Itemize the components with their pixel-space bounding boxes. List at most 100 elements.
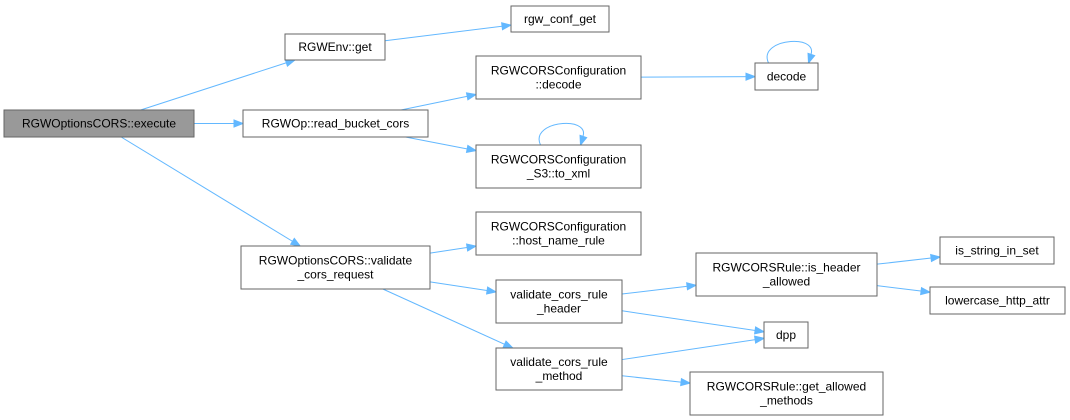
node-box <box>242 109 429 138</box>
node-read_bucket_cors[interactable]: RGWOp::read_bucket_cors <box>242 109 429 138</box>
node-label: _S3::to_xml <box>526 167 590 181</box>
edge-line <box>400 94 477 111</box>
node-box <box>3 109 195 138</box>
node-env_get[interactable]: RGWEnv::get <box>284 33 386 61</box>
edge-arrowhead <box>753 335 766 344</box>
node-label: RGWOptionsCORS::execute <box>22 117 176 131</box>
edge-validate_cors_rule_header-to-dpp <box>621 310 766 335</box>
node-box <box>475 144 642 189</box>
node-label: lowercase_http_attr <box>945 294 1050 308</box>
edge-cors_decode-to-decode <box>640 72 757 81</box>
node-validate_cors_request[interactable]: RGWOptionsCORS::validate_cors_request <box>240 245 431 290</box>
node-cors_decode[interactable]: RGWCORSConfiguration::decode <box>475 55 642 100</box>
edge-arrowhead <box>233 119 245 128</box>
edge-line <box>429 281 497 293</box>
node-box <box>495 347 623 391</box>
edge-s3_to_xml-to-s3_to_xml <box>538 123 588 147</box>
node-box <box>695 252 878 297</box>
edge-line <box>120 136 301 247</box>
edge-line <box>621 310 765 333</box>
node-validate_cors_rule_method[interactable]: validate_cors_rule_method <box>495 347 623 391</box>
node-box <box>939 236 1055 265</box>
node-is_string_in_set[interactable]: is_string_in_set <box>939 236 1055 265</box>
node-label: dpp <box>776 328 796 342</box>
node-label: validate_cors_rule <box>510 288 608 302</box>
edge-arrowhead <box>501 22 513 31</box>
edge-arrowhead <box>465 144 478 153</box>
edge-is_header_allowed-to-is_string_in_set <box>876 253 942 265</box>
edge-line <box>405 136 477 152</box>
node-label: _header <box>536 302 581 316</box>
node-label: RGWEnv::get <box>298 40 372 54</box>
node-label: rgw_conf_get <box>524 12 597 26</box>
node-lowercase_http_attr[interactable]: lowercase_http_attr <box>929 286 1066 315</box>
node-s3_to_xml[interactable]: RGWCORSConfiguration_S3::to_xml <box>475 144 642 189</box>
node-decode[interactable]: decode <box>754 62 819 91</box>
edge-validate_cors_rule_method-to-dpp <box>621 335 766 361</box>
edge-validate_cors_request-to-validate_cors_rule_method <box>382 288 515 349</box>
node-label: ::decode <box>535 78 581 92</box>
edge-arrowhead <box>753 326 766 335</box>
edge-arrowhead <box>680 377 692 387</box>
node-label: _method <box>535 369 583 383</box>
node-box <box>510 5 610 33</box>
node-box <box>754 62 819 91</box>
node-label: validate_cors_rule <box>510 355 608 369</box>
edge-arrowhead <box>502 340 515 349</box>
node-dpp[interactable]: dpp <box>763 321 809 349</box>
edge-arrowhead <box>745 72 757 81</box>
edge-line <box>140 59 296 111</box>
edge-execute-to-env_get <box>140 58 297 111</box>
edge-validate_cors_rule_method-to-get_allowed_methods <box>621 375 692 387</box>
edge-arrowhead <box>686 282 698 291</box>
edge-arrowhead <box>465 243 478 252</box>
edge-execute-to-validate_cors_request <box>120 136 302 247</box>
edge-read_bucket_cors-to-s3_to_xml <box>405 136 478 153</box>
node-box <box>763 321 809 349</box>
edge-arrowhead <box>930 253 942 263</box>
node-rgw_conf_get[interactable]: rgw_conf_get <box>510 5 610 33</box>
node-label: is_string_in_set <box>955 244 1039 258</box>
edge-arrowhead <box>465 92 478 101</box>
node-label: RGWCORSRule::is_header <box>712 261 860 275</box>
edge-env_get-to-rgw_conf_get <box>384 22 513 42</box>
edge-validate_cors_request-to-host_name_rule <box>429 243 478 254</box>
edge-decode-to-decode <box>766 41 816 65</box>
edge-arrowhead <box>920 286 932 296</box>
node-label: RGWCORSConfiguration <box>491 64 626 78</box>
node-box <box>495 279 623 324</box>
node-execute[interactable]: RGWOptionsCORS::execute <box>3 109 195 138</box>
edge-validate_cors_request-to-validate_cors_rule_header <box>429 281 498 295</box>
node-validate_cors_rule_header[interactable]: validate_cors_rule_header <box>495 279 623 324</box>
edge-line <box>382 288 513 349</box>
node-box <box>689 371 884 416</box>
node-label: _allowed <box>762 275 810 289</box>
node-label: RGWOp::read_bucket_cors <box>262 117 409 131</box>
node-box <box>284 33 386 61</box>
edge-arrowhead <box>289 237 302 247</box>
edge-arrowhead <box>579 134 588 147</box>
edge-is_header_allowed-to-lowercase_http_attr <box>876 285 932 296</box>
edge-validate_cors_rule_header-to-is_header_allowed <box>621 282 698 295</box>
edge-arrowhead <box>485 286 498 295</box>
node-box <box>475 55 642 100</box>
node-is_header_allowed[interactable]: RGWCORSRule::is_header_allowed <box>695 252 878 297</box>
node-label: RGWCORSRule::get_allowed <box>707 380 866 394</box>
node-label: _methods <box>759 394 813 408</box>
node-box <box>475 211 642 256</box>
edge-execute-to-read_bucket_cors <box>194 119 245 128</box>
node-label: _cors_request <box>296 268 374 282</box>
node-label: RGWCORSConfiguration <box>491 220 626 234</box>
node-host_name_rule[interactable]: RGWCORSConfiguration::host_name_rule <box>475 211 642 256</box>
node-get_allowed_methods[interactable]: RGWCORSRule::get_allowed_methods <box>689 371 884 416</box>
node-box <box>929 286 1066 315</box>
edge-line <box>621 375 691 384</box>
node-label: decode <box>767 70 807 84</box>
edge-line <box>640 76 756 78</box>
node-box <box>240 245 431 290</box>
node-label: RGWOptionsCORS::validate <box>259 254 413 268</box>
edge-line <box>384 24 512 42</box>
edge-line <box>876 256 941 265</box>
